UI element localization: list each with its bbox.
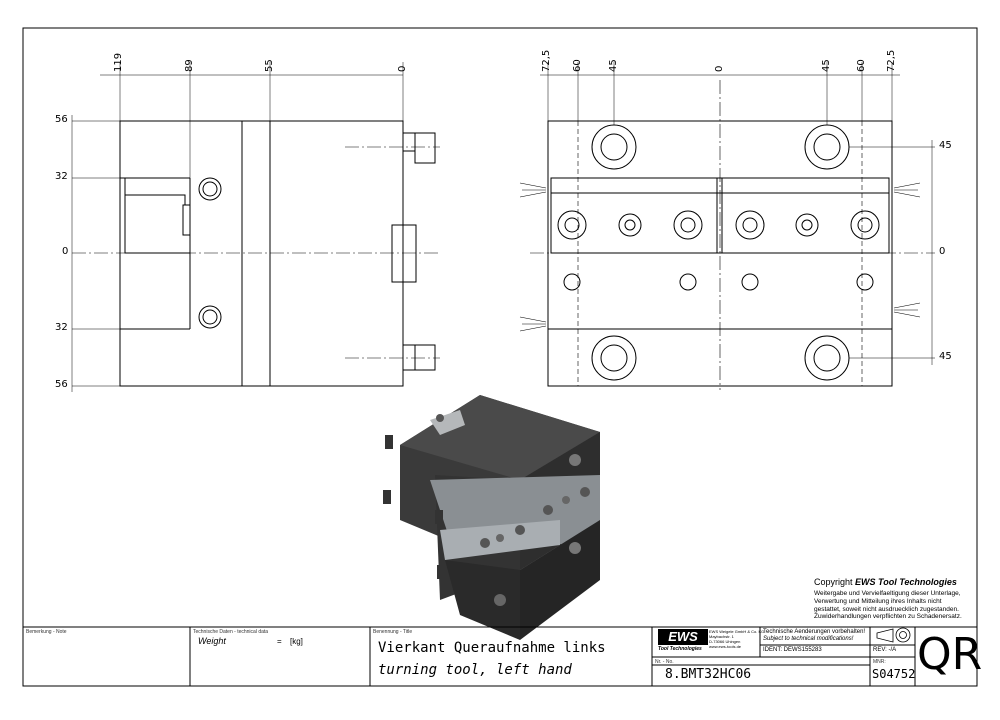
dim-side-0: 0 [62, 246, 69, 257]
weight-label: Weight [198, 636, 226, 646]
dim-side-32-top: 32 [55, 171, 68, 182]
title-block-lines [23, 626, 977, 686]
copyright-brand: EWS Tool Technologies [855, 577, 957, 587]
dim-right-0: 0 [714, 65, 725, 72]
front-view [519, 62, 935, 390]
dim-top-89: 89 [184, 59, 195, 72]
title-label: Benennung - Title [373, 629, 413, 635]
mnr-label: MNR: [873, 659, 886, 665]
dim-top-55: 55 [264, 59, 275, 72]
notice-de: Technische Aenderungen vorbehalten! [763, 629, 866, 635]
copyright-line: gestattet, soweit nicht ausdruecklich zu… [814, 605, 959, 613]
side-view [71, 62, 440, 392]
copyright-prefix: Copyright [814, 577, 853, 587]
company-line: D-73066 Uhingen [709, 639, 741, 644]
qr-mark: QR [917, 629, 983, 680]
part-number: 8.BMT32HC06 [665, 667, 752, 682]
nr-label: Nr. - No. [655, 659, 674, 665]
dim-right-72-5-left: 72,5 [541, 49, 552, 72]
title-en: turning tool, left hand [378, 662, 572, 678]
sheet-border [22, 27, 978, 687]
dim-right-45-left: 45 [608, 59, 619, 72]
dim-right-side-45-top: 45 [939, 140, 952, 151]
note-label: Bemerkung - Note [26, 629, 67, 635]
copyright-line: Zuwiderhandlungen verpflichten zu Schade… [814, 613, 962, 621]
weight-eq: = [277, 637, 282, 646]
dim-right-side-45-bottom: 45 [939, 351, 952, 362]
copyright-heading: Copyright EWS Tool Technologies [814, 577, 957, 587]
revision: REV: -/A [873, 647, 897, 653]
dim-side-56-bottom: 56 [55, 379, 68, 390]
dim-side-56-top: 56 [55, 114, 68, 125]
copyright-text: Weitergabe und Vervielfaeltigung dieser … [814, 590, 962, 621]
ident: IDENT: DEWS155283 [763, 647, 822, 653]
company-line: www.ews-tools.de [709, 644, 742, 649]
logo-sub: Tool Technologies [658, 646, 702, 652]
title-de: Vierkant Queraufnahme links [378, 640, 606, 656]
dim-right-45-right: 45 [821, 59, 832, 72]
ews-logo-text: EWS [668, 629, 698, 644]
dim-right-side-0: 0 [939, 246, 946, 257]
dim-right-60-left: 60 [572, 59, 583, 72]
techdata-label: Technische Daten - technical data [193, 629, 269, 635]
dim-top-119: 119 [113, 52, 124, 72]
dim-right-72-5-right: 72,5 [886, 49, 897, 72]
company-line: EWS Weigele GmbH & Co. KG [709, 629, 765, 634]
notice-en: Subject to technical modifications! [763, 636, 854, 642]
dim-top-0: 0 [397, 65, 408, 72]
ews-logo: EWS [658, 629, 708, 645]
company-line: Maybachstr. 1 [709, 634, 734, 639]
copyright-line: Verwertung und Mitteilung ihres Inhalts … [814, 597, 942, 605]
isometric-view [383, 395, 600, 640]
projection-symbol [876, 627, 911, 643]
dim-side-32-bottom: 32 [55, 322, 68, 333]
mnr-number: S04752 [872, 667, 916, 681]
company-info: EWS Weigele GmbH & Co. KG Maybachstr. 1 … [709, 629, 764, 649]
copyright-line: Weitergabe und Vervielfaeltigung dieser … [814, 590, 961, 597]
weight-unit: [kg] [290, 637, 303, 646]
dim-right-60-right: 60 [856, 59, 867, 72]
